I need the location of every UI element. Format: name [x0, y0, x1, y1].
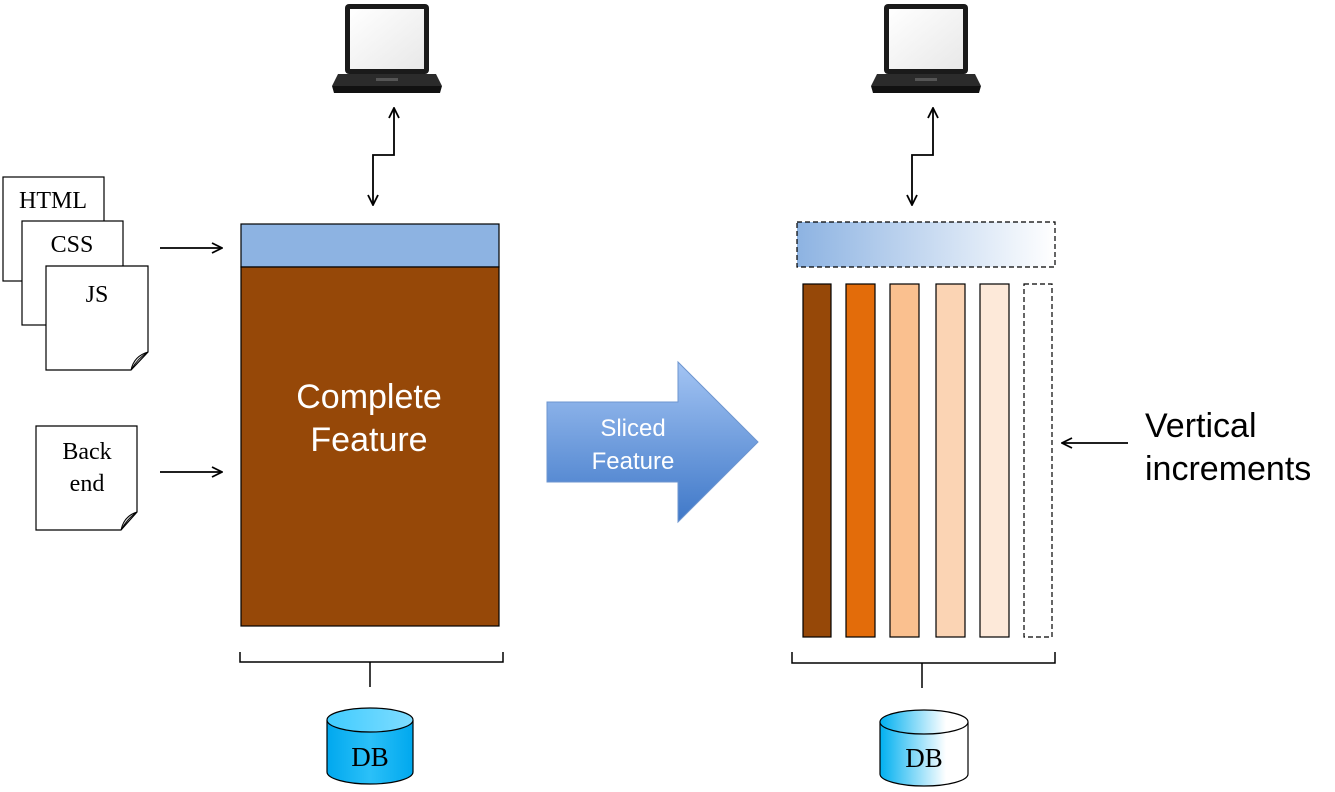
database-icon: DB	[326, 707, 414, 785]
sliced-feature-label-1: Sliced	[600, 415, 665, 442]
slice-3	[889, 283, 920, 638]
slice-5	[979, 283, 1010, 638]
laptop-icon	[871, 4, 981, 93]
doc-backend-label-2: end	[70, 471, 105, 497]
complete-feature-block	[240, 266, 500, 627]
database-icon: DB	[879, 709, 969, 787]
brace-right	[791, 652, 1056, 688]
doc-css-label: CSS	[51, 232, 94, 258]
slice-2	[845, 283, 876, 638]
slice-6-future	[1023, 283, 1053, 638]
connector-arrow-right	[912, 108, 933, 205]
slice-4	[935, 283, 966, 638]
doc-backend: Back end	[35, 425, 138, 531]
doc-js-label: JS	[86, 282, 109, 308]
sliced-feature-arrow: Sliced Feature	[546, 360, 759, 524]
ui-layer-bar	[240, 223, 500, 268]
ui-layer-bar-sliced	[796, 221, 1056, 268]
connector-arrow-left	[373, 108, 394, 205]
sliced-feature-label-2: Feature	[592, 448, 675, 475]
laptop-icon	[332, 4, 442, 93]
slice-1	[802, 283, 832, 638]
doc-html-label: HTML	[19, 188, 87, 214]
doc-js: JS	[45, 265, 149, 371]
db-right-label: DB	[905, 743, 943, 773]
db-left-label: DB	[351, 742, 389, 772]
complete-feature-label-2: Feature	[310, 421, 427, 459]
vertical-increments-label-1: Vertical	[1145, 407, 1257, 445]
doc-backend-label-1: Back	[62, 439, 111, 465]
brace-left	[239, 652, 504, 687]
vertical-increments-label-2: increments	[1145, 450, 1311, 488]
complete-feature-label-1: Complete	[296, 378, 442, 416]
